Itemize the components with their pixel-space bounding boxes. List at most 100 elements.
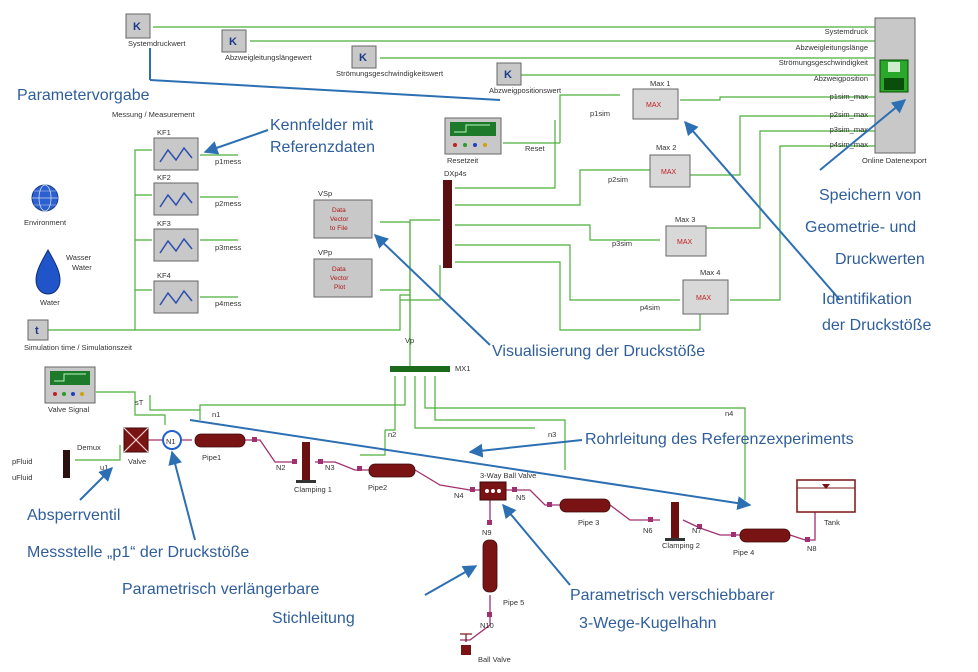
valve-signal-block[interactable]: Valve Signal sT — [44, 366, 144, 414]
demux-block[interactable]: Demux pFluid uFluid u1 — [12, 443, 108, 482]
water-drop-icon[interactable]: Wasser Water Water — [35, 248, 92, 307]
svg-text:MAX: MAX — [677, 239, 693, 246]
kf3-block[interactable]: KF3 p3mess — [153, 219, 242, 262]
kf2-block[interactable]: KF2 p2mess — [153, 173, 242, 216]
vsp-label: VSp — [318, 189, 332, 198]
resetzeit-block[interactable]: Resetzeit Reset — [444, 117, 546, 165]
clamping1-label: Clamping 1 — [294, 485, 332, 494]
max4-block[interactable]: Max 4 MAX p4sim — [640, 268, 729, 315]
valve-signal-label: Valve Signal — [48, 405, 89, 414]
absperrventil-annotation: Absperrventil — [27, 507, 120, 524]
vpp-data-vector-plot[interactable]: VPp Data Vector Plot — [313, 248, 373, 298]
n1-measurement-node[interactable]: N1 — [162, 430, 182, 450]
n1-signal-label: n1 — [212, 410, 220, 419]
reset-label: Reset — [525, 144, 546, 153]
st-label: sT — [135, 398, 144, 407]
demux-label: Demux — [77, 443, 101, 452]
ball-valve-label: Ball Valve — [478, 655, 511, 664]
pipe4[interactable]: Pipe 4 — [733, 528, 791, 557]
pipe4-label: Pipe 4 — [733, 548, 754, 557]
clamping2[interactable]: Clamping 2 — [662, 502, 700, 550]
k-block-3-label: Strömungsgeschwindigkeitswert — [336, 69, 444, 78]
n2-label: N2 — [276, 463, 286, 472]
max2-block[interactable]: Max 2 MAX p2sim — [608, 143, 691, 188]
time-glyph: t — [35, 325, 39, 337]
pfluid-label: pFluid — [12, 457, 32, 466]
export-port-label: p4sim_max — [830, 140, 869, 149]
mx1-mux[interactable]: MX1 — [390, 364, 470, 373]
p1sim-label: p1sim — [590, 109, 610, 118]
identifikation-annotation-1: Identifikation — [822, 291, 912, 308]
max1-block[interactable]: Max 1 MAX p1sim — [590, 79, 679, 120]
absperrventil-valve[interactable]: Valve — [123, 427, 149, 466]
max3-block[interactable]: Max 3 MAX p3sim — [612, 215, 707, 257]
vpp-label: VPp — [318, 248, 332, 257]
n3-signal-label: n3 — [548, 430, 556, 439]
pipe3[interactable]: Pipe 3 — [559, 498, 611, 527]
n4-label: N4 — [454, 491, 464, 500]
k-block-1[interactable]: K Systemdruckwert — [125, 13, 186, 48]
n8-label: N8 — [807, 544, 817, 553]
dxp4s-demux[interactable]: DXp4s — [443, 169, 467, 268]
three-way-label: 3-Way Ball Valve — [480, 471, 536, 480]
n6-label: N6 — [643, 526, 653, 535]
stichleitung-annotation-1: Parametrisch verlängerbare — [122, 581, 320, 598]
n3-label: N3 — [325, 463, 335, 472]
clamping1[interactable]: Clamping 1 — [294, 442, 332, 494]
environment-icon[interactable]: Environment — [24, 184, 67, 227]
svg-text:Data: Data — [332, 207, 346, 214]
svg-text:to File: to File — [330, 225, 348, 232]
kugelhahn-annotation-1: Parametrisch verschiebbarer — [570, 587, 775, 604]
water-label-en: Water — [72, 263, 92, 272]
kf4-block[interactable]: KF4 p4mess — [153, 271, 242, 314]
vsp-data-vector-to-file[interactable]: VSp Data Vector to File — [313, 189, 373, 239]
svg-text:Data: Data — [332, 266, 346, 273]
tank[interactable]: Tank — [796, 479, 856, 527]
mx1-label: MX1 — [455, 364, 470, 373]
pipe2[interactable]: Pipe2 — [368, 463, 416, 492]
p4mess-label: p4mess — [215, 299, 242, 308]
kennfelder-annotation-2: Referenzdaten — [270, 139, 375, 156]
k-block-3[interactable]: K Strömungsgeschwindigkeitswert — [336, 45, 444, 78]
speichern-annotation-1: Speichern von — [819, 187, 921, 204]
hydraulic-lines — [148, 439, 816, 641]
k-block-4-glyph: K — [504, 69, 512, 81]
export-port-label: p1sim_max — [830, 92, 869, 101]
signal-lines — [48, 26, 875, 500]
stichleitung-annotation-2: Stichleitung — [272, 610, 355, 627]
identifikation-annotation-2: der Druckstöße — [822, 317, 931, 334]
messstelle-annotation: Messstelle „p1“ der Druckstöße — [27, 544, 249, 561]
valve-label: Valve — [128, 457, 146, 466]
annotation-arrows — [79, 48, 907, 596]
k-block-2[interactable]: K Abzweigleitungslängewert — [221, 29, 313, 62]
three-way-ball-valve[interactable]: 3-Way Ball Valve — [479, 471, 536, 501]
kf2-label: KF2 — [157, 173, 171, 182]
n10-label: N10 — [480, 621, 494, 630]
environment-label: Environment — [24, 218, 67, 227]
max3-label: Max 3 — [675, 215, 695, 224]
export-port-labels: SystemdruckAbzweigleitungslängeStrömungs… — [779, 27, 869, 149]
max4-label: Max 4 — [700, 268, 720, 277]
water-label: Water — [40, 298, 60, 307]
pipe5-stichleitung[interactable]: Pipe 5 — [482, 539, 524, 607]
ball-valve[interactable]: Ball Valve — [460, 633, 511, 664]
n1-label: N1 — [166, 437, 176, 446]
kf1-label: KF1 — [157, 128, 171, 137]
annotation-texts: Parametervorgabe Kennfelder mit Referenz… — [17, 87, 931, 632]
online-datenexport-block[interactable]: Online Datenexport — [862, 17, 928, 165]
pipe3-label: Pipe 3 — [578, 518, 599, 527]
p1mess-label: p1mess — [215, 157, 242, 166]
pipe1[interactable]: Pipe1 — [194, 433, 246, 462]
k-block-2-label: Abzweigleitungslängewert — [225, 53, 313, 62]
k-block-4[interactable]: K Abzweigpositionswert — [489, 62, 562, 95]
kf1-block[interactable]: KF1 p1mess — [153, 128, 242, 171]
kf3-label: KF3 — [157, 219, 171, 228]
n5-label: N5 — [516, 493, 526, 502]
simulation-time-block[interactable]: t Simulation time / Simulationszeit — [24, 319, 133, 352]
k-block-4-label: Abzweigpositionswert — [489, 86, 562, 95]
resetzeit-label: Resetzeit — [447, 156, 479, 165]
n7-label: N7 — [692, 526, 702, 535]
vp-label: Vp — [405, 336, 414, 345]
p2mess-label: p2mess — [215, 199, 242, 208]
ufluid-label: uFluid — [12, 473, 32, 482]
